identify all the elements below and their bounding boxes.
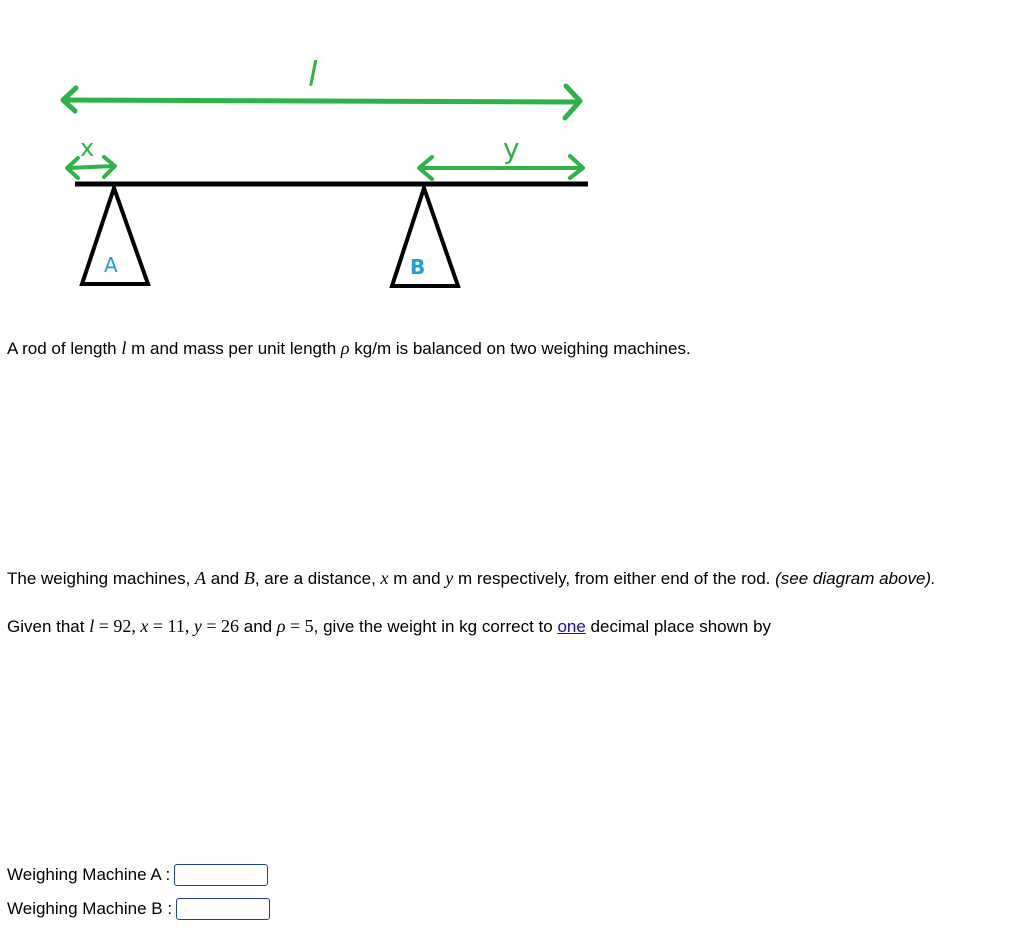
distance-y-dimension bbox=[417, 154, 585, 181]
rod-diagram-svg: l x y A B bbox=[60, 55, 588, 288]
rod-diagram: l x y A B bbox=[0, 0, 620, 300]
machine-a-input[interactable] bbox=[174, 864, 269, 886]
given-l-value: = 92, bbox=[94, 616, 141, 636]
intro-text-3: kg/m is balanced on two weighing machine… bbox=[349, 339, 691, 358]
given-x-value: = 11, bbox=[148, 616, 194, 636]
given-x-var: x bbox=[140, 616, 149, 636]
question-intro: A rod of length l m and mass per unit le… bbox=[7, 338, 691, 359]
given-text-1: Given that bbox=[7, 617, 90, 636]
length-l-dimension bbox=[60, 83, 583, 121]
given-y-value: = 26 bbox=[201, 616, 240, 636]
var-x: x bbox=[380, 568, 389, 588]
given-text-3: , give the weight in kg correct to bbox=[313, 617, 558, 636]
machine-a-label: Weighing Machine A : bbox=[7, 865, 171, 884]
var-rho: ρ bbox=[340, 338, 350, 358]
var-a: A bbox=[195, 568, 207, 588]
given-rho-var: ρ bbox=[276, 616, 286, 636]
intro-text-2: m and mass per unit length bbox=[126, 339, 341, 358]
label-y: y bbox=[503, 132, 520, 165]
given-text-2: and bbox=[239, 617, 277, 636]
given-y-var: y bbox=[193, 616, 202, 636]
answer-row-machine-b: Weighing Machine B : bbox=[7, 898, 271, 920]
var-l: l bbox=[121, 338, 127, 358]
setup-text-3: , are a distance, bbox=[254, 569, 381, 588]
given-text-4: decimal place shown by bbox=[585, 617, 772, 636]
distance-x-dimension bbox=[65, 155, 117, 180]
answer-row-machine-a: Weighing Machine A : bbox=[7, 864, 269, 886]
support-a bbox=[79, 181, 151, 286]
question-given: Given that l = 92, x = 11, y = 26 and ρ … bbox=[7, 616, 771, 637]
see-diagram-note: (see diagram above). bbox=[775, 569, 936, 588]
label-machine-b: B bbox=[410, 255, 425, 279]
support-b bbox=[389, 181, 461, 288]
setup-text-5: m respectively, from either end of the r… bbox=[453, 569, 776, 588]
setup-text-2: and bbox=[206, 569, 244, 588]
question-setup: The weighing machines, A and B, are a di… bbox=[7, 568, 936, 589]
setup-text-1: The weighing machines, bbox=[7, 569, 196, 588]
given-rho-value: = 5 bbox=[285, 616, 314, 636]
label-x: x bbox=[80, 134, 94, 162]
var-b: B bbox=[243, 568, 255, 588]
label-l: l bbox=[308, 55, 318, 95]
machine-b-label: Weighing Machine B : bbox=[7, 899, 173, 918]
given-l-var: l bbox=[89, 616, 95, 636]
var-y: y bbox=[445, 568, 454, 588]
machine-b-input[interactable] bbox=[176, 898, 271, 920]
label-machine-a: A bbox=[104, 253, 118, 277]
setup-text-4: m and bbox=[388, 569, 446, 588]
one-decimal-link[interactable]: one bbox=[557, 617, 586, 636]
intro-text-1: A rod of length bbox=[7, 339, 122, 358]
